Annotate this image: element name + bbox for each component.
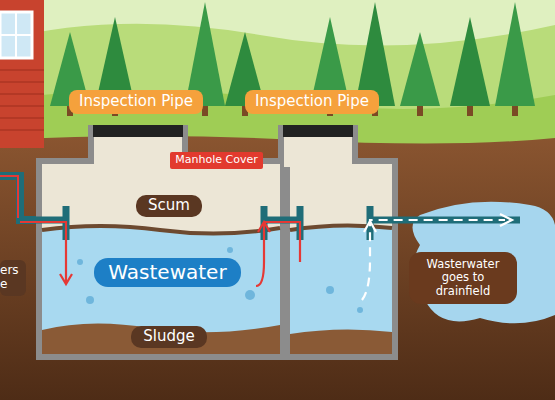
water bbox=[290, 225, 392, 354]
house-wall bbox=[0, 0, 44, 148]
label-box: Scum bbox=[136, 195, 202, 217]
sludge bbox=[42, 323, 280, 354]
riser-cap bbox=[93, 125, 183, 137]
water bbox=[42, 226, 280, 354]
tank-shell bbox=[36, 158, 398, 360]
compartment bbox=[290, 164, 392, 354]
label-text: Sludge bbox=[143, 328, 194, 345]
soil bbox=[0, 136, 555, 400]
bubbles bbox=[77, 247, 363, 313]
flow-arrows bbox=[20, 222, 300, 286]
label-text: Manhole Cover bbox=[175, 154, 257, 167]
flow-line bbox=[0, 176, 18, 218]
inlet-pipe bbox=[0, 140, 40, 220]
label-box: Sludge bbox=[131, 326, 207, 348]
sludge bbox=[290, 329, 392, 354]
label-text: Inspection Pipe bbox=[79, 93, 193, 110]
label-box: Wasterwater goes to drainfield bbox=[409, 252, 517, 304]
label-box: ers e bbox=[0, 260, 26, 296]
label-box: Inspection Pipe bbox=[245, 90, 379, 114]
label-text: Wastewater bbox=[108, 261, 226, 284]
brick-lines bbox=[0, 70, 44, 130]
label-box: Inspection Pipe bbox=[69, 90, 203, 114]
label-text: Scum bbox=[148, 197, 190, 214]
label-box: Manhole Cover bbox=[170, 152, 263, 169]
label-box: Wastewater bbox=[94, 258, 241, 287]
grass-ground bbox=[0, 0, 555, 150]
riser-cap bbox=[283, 125, 353, 137]
scum-layer bbox=[42, 226, 280, 234]
label-text: ers e bbox=[0, 264, 22, 292]
scum-layer bbox=[290, 225, 392, 230]
label-text: Wasterwater goes to drainfield bbox=[417, 258, 509, 298]
compartment bbox=[42, 164, 280, 354]
house-window bbox=[0, 12, 32, 58]
trees bbox=[50, 2, 535, 116]
label-text: Inspection Pipe bbox=[255, 93, 369, 110]
